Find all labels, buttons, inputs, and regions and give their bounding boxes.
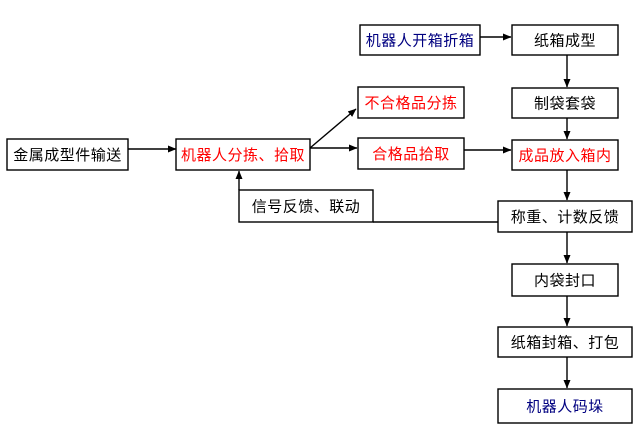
node-carton-seal-pack: 纸箱封箱、打包 bbox=[497, 326, 633, 358]
node-label: 机器人分拣、拾取 bbox=[181, 147, 305, 164]
node-box bbox=[511, 87, 619, 119]
node-carton-forming: 纸箱成型 bbox=[511, 24, 619, 56]
node-box bbox=[175, 138, 311, 171]
node-box bbox=[357, 137, 465, 170]
node-weighing-count-feedback: 称重、计数反馈 bbox=[497, 200, 633, 233]
node-robot-carton-unfold: 机器人开箱折箱 bbox=[359, 24, 481, 56]
node-robot-sort-pick: 机器人分拣、拾取 bbox=[175, 138, 311, 171]
node-label: 纸箱成型 bbox=[534, 33, 596, 50]
node-label: 合格品拾取 bbox=[372, 146, 450, 163]
node-label: 不合格品分拣 bbox=[364, 95, 457, 112]
node-robot-palletizing: 机器人码垛 bbox=[497, 388, 633, 424]
node-signal-feedback-link: 信号反馈、联动 bbox=[238, 189, 374, 223]
edge-sort-to-defective bbox=[309, 108, 357, 149]
node-label: 信号反馈、联动 bbox=[252, 199, 361, 216]
node-label: 内袋封口 bbox=[534, 273, 596, 290]
node-label: 称重、计数反馈 bbox=[511, 209, 620, 226]
node-box bbox=[497, 326, 633, 358]
node-label: 机器人码垛 bbox=[526, 399, 604, 416]
node-label: 成品放入箱内 bbox=[518, 148, 611, 165]
node-bag-making-bagging: 制袋套袋 bbox=[511, 87, 619, 119]
node-box bbox=[511, 263, 619, 297]
node-label: 金属成型件输送 bbox=[13, 147, 122, 164]
node-metal-part-conveying: 金属成型件输送 bbox=[6, 138, 129, 171]
node-box bbox=[497, 388, 633, 424]
node-box bbox=[6, 138, 129, 171]
node-defective-sorting: 不合格品分拣 bbox=[357, 86, 465, 119]
node-inner-bag-sealing: 内袋封口 bbox=[511, 263, 619, 297]
node-box bbox=[511, 139, 619, 171]
node-box bbox=[238, 189, 374, 223]
node-box bbox=[511, 24, 619, 56]
node-box bbox=[357, 86, 465, 119]
node-product-into-box: 成品放入箱内 bbox=[511, 139, 619, 171]
node-box bbox=[359, 24, 481, 56]
node-label: 机器人开箱折箱 bbox=[366, 33, 475, 50]
node-label: 制袋套袋 bbox=[534, 96, 596, 113]
node-box bbox=[497, 200, 633, 233]
node-label: 纸箱封箱、打包 bbox=[511, 335, 620, 352]
node-qualified-picking: 合格品拾取 bbox=[357, 137, 465, 170]
